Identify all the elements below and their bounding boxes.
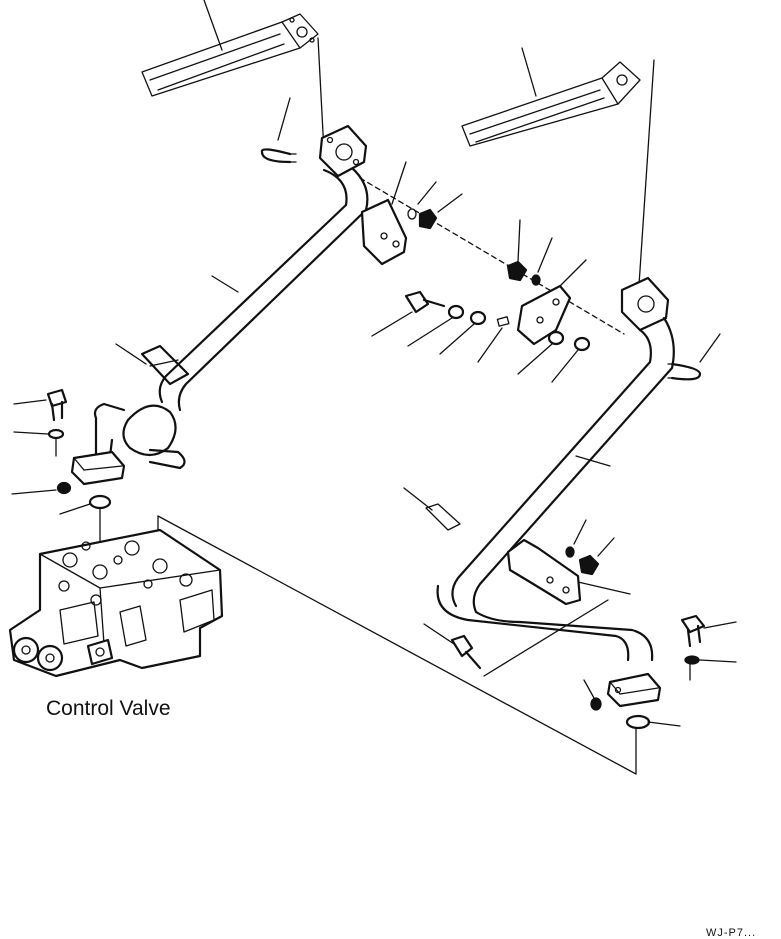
left-bracket	[360, 198, 408, 266]
leader-line	[577, 581, 631, 595]
drawing-code: WJ-P7...	[706, 927, 757, 939]
alignment-line	[359, 177, 625, 335]
control-valve	[8, 528, 224, 678]
o-ring	[88, 494, 112, 510]
leader-line	[13, 399, 47, 405]
bolt	[450, 634, 482, 670]
leader-line	[437, 193, 463, 213]
alignment-line	[317, 37, 325, 153]
leader-line	[59, 503, 91, 515]
washer	[531, 274, 541, 286]
bolt	[46, 388, 68, 422]
o-ring	[625, 714, 651, 730]
alignment-line	[637, 59, 655, 301]
leader-line	[703, 621, 737, 629]
washer	[47, 428, 65, 440]
leader-line	[211, 275, 239, 293]
washer	[590, 697, 602, 711]
u-bolt-left	[260, 148, 297, 164]
washer	[447, 304, 465, 320]
spacer	[496, 316, 510, 327]
alignment-line	[157, 515, 637, 775]
washer	[573, 336, 591, 352]
washer	[56, 481, 72, 495]
leader-line	[417, 181, 437, 205]
leader-line	[115, 343, 147, 365]
washer	[565, 546, 575, 558]
control-valve-label: Control Valve	[46, 697, 171, 720]
leader-line	[559, 259, 587, 287]
upper-left-hose	[141, 13, 319, 97]
alignment-line	[483, 599, 609, 677]
leader-line	[517, 343, 553, 375]
leader-line	[575, 455, 611, 467]
leader-line	[391, 161, 407, 205]
leader-line	[573, 519, 587, 545]
leader-line	[521, 47, 537, 97]
leader-line	[439, 323, 475, 355]
bolt	[404, 290, 446, 314]
leader-line	[699, 659, 737, 663]
nut	[418, 208, 438, 230]
leader-line	[403, 487, 433, 511]
upper-right-hose	[461, 61, 641, 147]
bolt	[680, 614, 706, 648]
leader-line	[371, 311, 413, 337]
leader-line	[583, 679, 595, 699]
nut	[578, 554, 600, 576]
nut	[506, 260, 528, 282]
leader-line	[407, 317, 453, 347]
leader-line	[423, 623, 455, 645]
washer	[407, 208, 417, 220]
leader-line	[277, 97, 291, 141]
washer	[469, 310, 487, 326]
right-tube	[425, 276, 675, 708]
u-bolt-right	[667, 362, 702, 381]
leader-line	[13, 431, 49, 435]
leader-line	[551, 349, 579, 383]
leader-line	[203, 0, 223, 51]
leader-line	[647, 721, 681, 727]
washer	[684, 655, 700, 665]
lower-right-bracket	[506, 538, 582, 606]
leader-line	[699, 333, 721, 363]
leader-line	[11, 489, 57, 495]
leader-line	[597, 537, 615, 557]
washer	[547, 330, 565, 346]
left-tube	[70, 124, 369, 486]
leader-line	[517, 219, 521, 263]
leader-line	[537, 237, 553, 273]
leader-line	[477, 327, 503, 363]
